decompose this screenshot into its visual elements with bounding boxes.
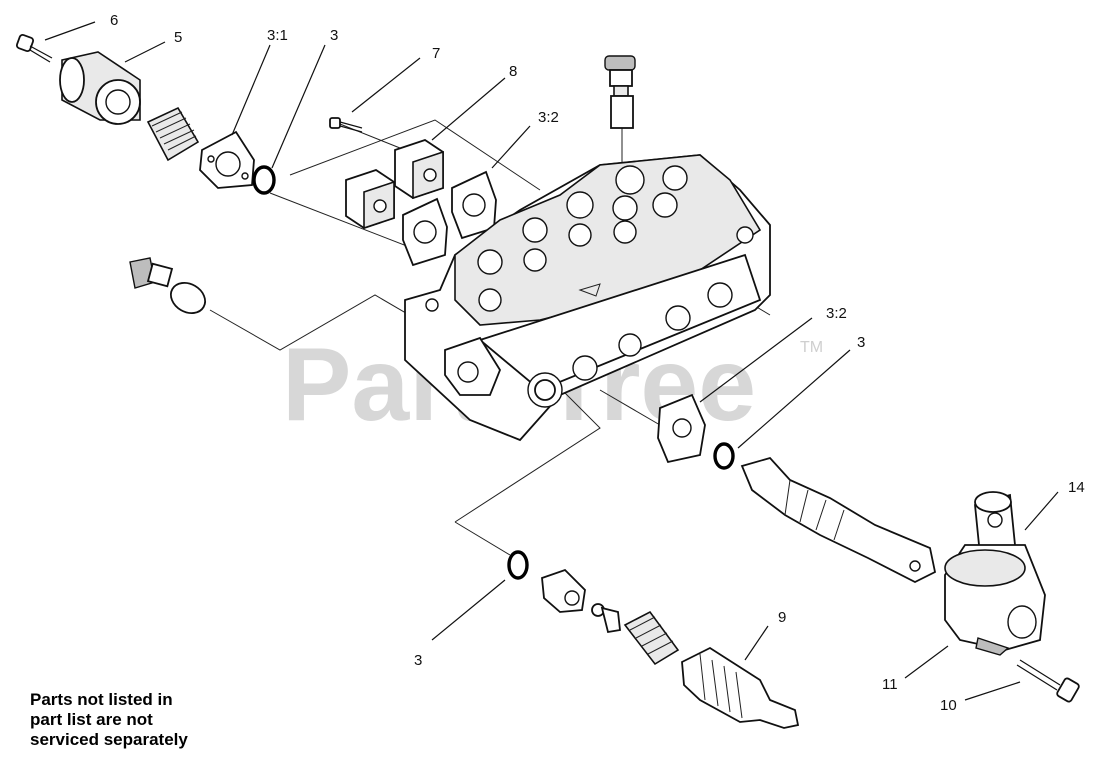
part-3-2-plate-right[interactable] bbox=[657, 393, 706, 464]
part-11-handle-bracket[interactable] bbox=[944, 544, 1046, 656]
callout-3-2-top: 3:2 bbox=[538, 109, 559, 126]
bottom-spring[interactable] bbox=[623, 610, 680, 666]
part-3-oring-top[interactable] bbox=[252, 165, 276, 195]
callout-5: 5 bbox=[174, 29, 182, 46]
service-note-line-2: part list are not bbox=[30, 710, 153, 729]
service-note-line-3: serviced separately bbox=[30, 730, 188, 749]
part-3-oring-bottom[interactable] bbox=[507, 550, 529, 580]
service-note-line-1: Parts not listed in bbox=[30, 690, 173, 709]
left-plug[interactable] bbox=[129, 257, 211, 319]
callout-3-right: 3 bbox=[857, 334, 865, 351]
part-3-1-gasket[interactable] bbox=[199, 130, 255, 189]
part-8-block-lower[interactable] bbox=[345, 169, 395, 230]
callout-leaders bbox=[44, 21, 1059, 701]
part-3-oring-right[interactable] bbox=[713, 442, 735, 470]
valve-body[interactable] bbox=[404, 154, 771, 442]
callout-6: 6 bbox=[110, 12, 118, 29]
callout-3-2-right: 3:2 bbox=[826, 305, 847, 322]
callout-14: 14 bbox=[1068, 479, 1085, 496]
callout-3-bottom: 3 bbox=[414, 652, 422, 669]
part-5-housing[interactable] bbox=[59, 51, 141, 125]
spring-coil[interactable] bbox=[146, 106, 200, 162]
bottom-poppet[interactable] bbox=[591, 603, 621, 634]
watermark-trademark: TM bbox=[800, 339, 823, 356]
bottom-cap[interactable] bbox=[541, 568, 586, 613]
part-7-screw[interactable] bbox=[329, 117, 363, 133]
part-6-screw[interactable] bbox=[15, 33, 53, 63]
part-3-2-plate-upper-a[interactable] bbox=[451, 170, 497, 240]
callout-10: 10 bbox=[940, 697, 957, 714]
service-note: Parts not listed in part list are not se… bbox=[30, 690, 290, 750]
part-10-screw[interactable] bbox=[1016, 659, 1080, 703]
part-8-block-upper[interactable] bbox=[394, 139, 444, 200]
spool[interactable] bbox=[740, 456, 937, 584]
part-3-2-plate-upper-b[interactable] bbox=[402, 197, 448, 267]
callout-3-1: 3:1 bbox=[267, 27, 288, 44]
callout-8: 8 bbox=[509, 63, 517, 80]
callout-11: 11 bbox=[882, 676, 898, 693]
callout-3-top: 3 bbox=[330, 27, 338, 44]
callout-9: 9 bbox=[778, 609, 786, 626]
part-9-cartridge[interactable] bbox=[681, 646, 800, 729]
part-14-handle-pivot[interactable] bbox=[974, 491, 1016, 557]
callout-7: 7 bbox=[432, 45, 440, 62]
top-relief-plug[interactable] bbox=[604, 55, 636, 129]
